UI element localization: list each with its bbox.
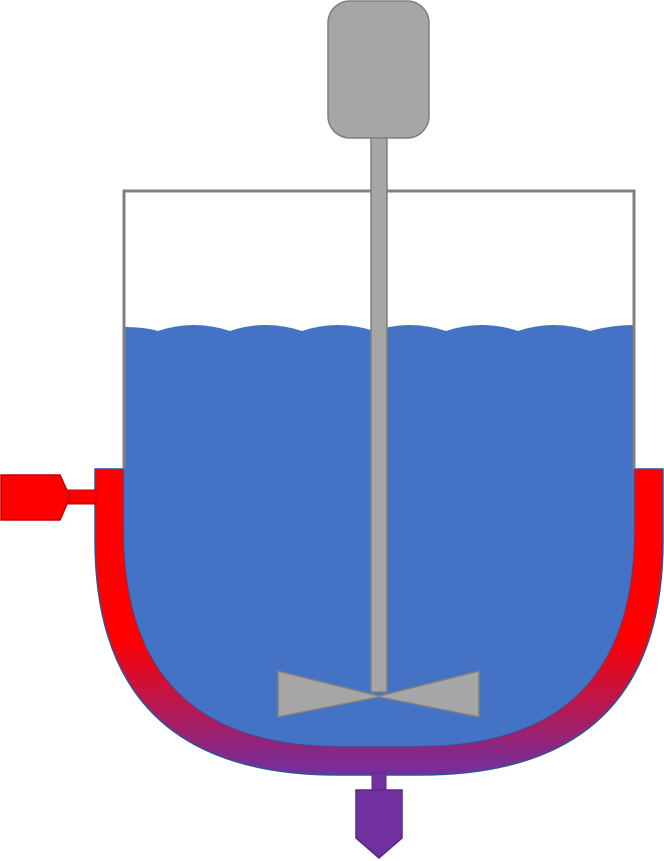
impeller-icon xyxy=(277,670,480,718)
inlet-arrow-icon xyxy=(0,474,97,521)
outlet-arrow-icon xyxy=(355,772,403,859)
agitator-shaft-icon xyxy=(370,136,388,693)
motor-icon xyxy=(327,0,430,139)
